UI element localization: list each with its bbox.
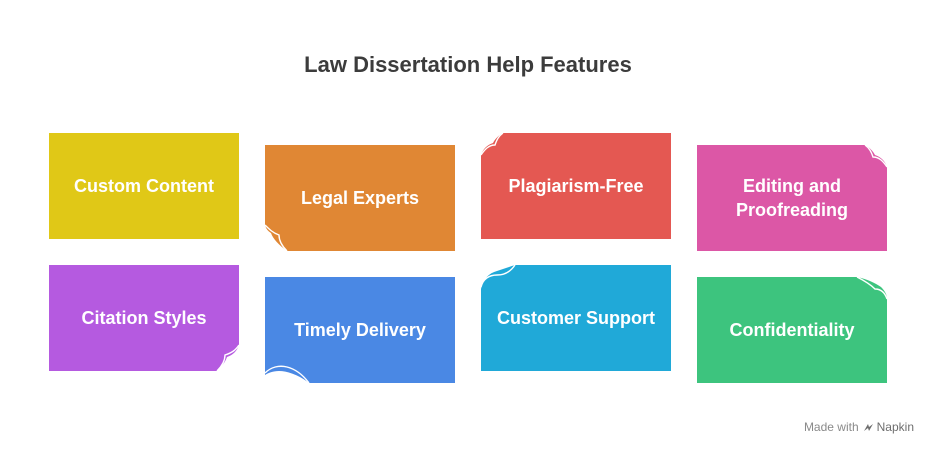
feature-card-editing-proofreading: Editing and Proofreading (697, 144, 888, 251)
page-title: Law Dissertation Help Features (304, 52, 632, 77)
card-label: Plagiarism-Free (508, 176, 644, 196)
card-label: Citation Styles (81, 308, 207, 328)
made-with-footer: Made with Napkin (804, 420, 914, 434)
napkin-logo-icon (863, 423, 873, 431)
card-shape (697, 276, 888, 383)
made-with-text: Made with (803, 420, 859, 434)
feature-card-plagiarism-free: Plagiarism-Free (480, 132, 671, 239)
card-shape (264, 145, 455, 252)
card-shape (49, 265, 240, 372)
feature-card-timely-delivery: Timely Delivery (264, 277, 455, 384)
card-label: Timely Delivery (294, 320, 426, 340)
feature-card-customer-support: Customer Support (480, 264, 671, 371)
card-label: Editing and Proofreading (735, 176, 848, 220)
feature-card-custom-content: Custom Content (49, 133, 239, 239)
card-label: Confidentiality (729, 320, 855, 340)
card-label: Customer Support (497, 308, 656, 328)
card-shape (480, 264, 671, 371)
napkin-brand: Napkin (863, 420, 914, 434)
card-label: Legal Experts (300, 188, 420, 208)
card-shape (697, 144, 888, 251)
feature-card-confidentiality: Confidentiality (697, 276, 888, 383)
card-label: Custom Content (74, 176, 214, 196)
brand-name: Napkin (876, 420, 914, 434)
card-shape (480, 132, 671, 239)
feature-card-citation-styles: Citation Styles (49, 265, 240, 372)
card-shape (49, 133, 239, 239)
card-shape (264, 277, 455, 384)
feature-card-legal-experts: Legal Experts (264, 145, 455, 252)
